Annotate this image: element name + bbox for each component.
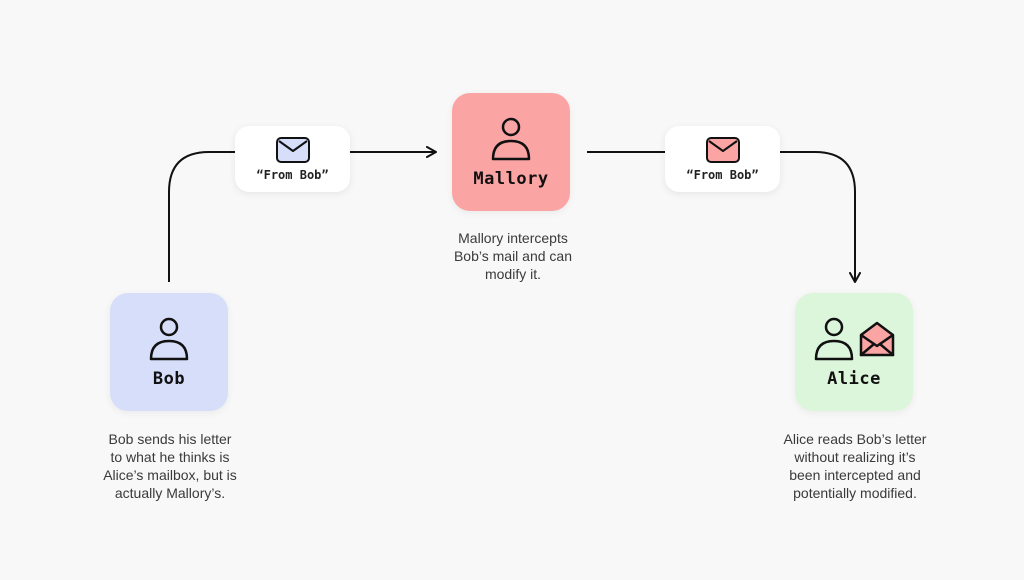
- open-envelope-icon: [859, 321, 895, 357]
- person-icon: [149, 317, 189, 361]
- edge-mallory-to-alice: [587, 151, 861, 283]
- envelope-icon: [275, 137, 310, 163]
- node-name: Alice: [827, 369, 881, 389]
- edge-label-mallory-to-alice: “From Bob”: [665, 126, 780, 192]
- edge-bob-to-mallory: [168, 146, 437, 282]
- node-mallory: Mallory: [452, 93, 570, 211]
- edge-label-text: “From Bob”: [686, 168, 759, 182]
- envelope-icon: [705, 137, 740, 163]
- node-name: Mallory: [473, 169, 549, 189]
- person-icon: [491, 117, 531, 161]
- caption-alice: Alice reads Bob’s letter without realizi…: [783, 431, 927, 501]
- person-icon: [814, 317, 854, 361]
- edge-label-bob-to-mallory: “From Bob”: [235, 126, 350, 192]
- caption-bob: Bob sends his letter to what he thinks i…: [103, 431, 237, 501]
- edge-label-text: “From Bob”: [256, 168, 329, 182]
- caption-mallory: Mallory intercepts Bob’s mail and can mo…: [453, 230, 573, 282]
- node-alice: Alice: [795, 293, 913, 411]
- node-bob: Bob: [110, 293, 228, 411]
- node-name: Bob: [152, 369, 186, 389]
